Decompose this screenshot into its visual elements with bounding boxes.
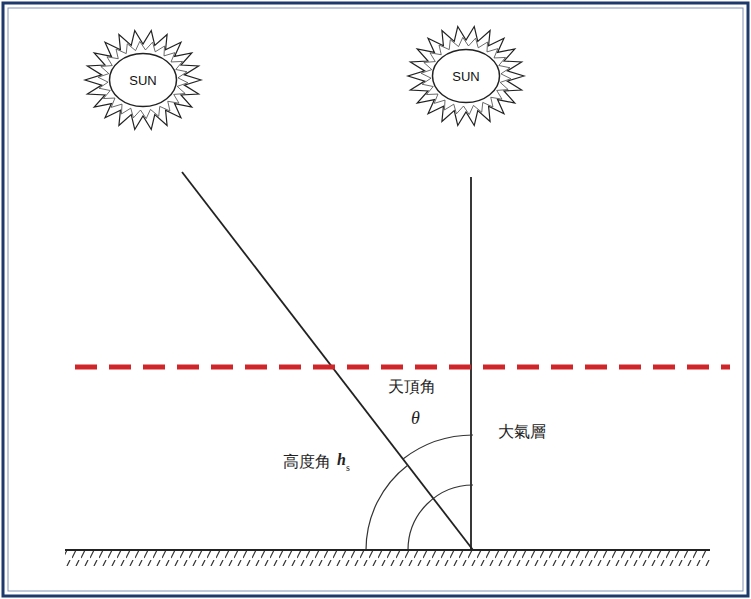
sun-spikes-inner: [98, 41, 188, 118]
sun-ray-vertical: [470, 177, 472, 550]
frame: [3, 3, 748, 596]
sun-spikes: [85, 31, 201, 130]
right-angle-arc: [408, 485, 473, 550]
angle-label: θ: [411, 408, 420, 429]
angle-label: 天頂角: [388, 377, 436, 398]
angle-label: 高度角: [283, 452, 331, 473]
angle-label: 大氣層: [498, 422, 546, 443]
ground-line: [65, 549, 710, 551]
sun-rays: [85, 27, 524, 130]
ground-hatch: [65, 551, 710, 566]
altitude-arc: [366, 465, 408, 550]
atmosphere-boundary: [75, 365, 730, 370]
zenith-arc: [403, 435, 473, 459]
sun-ray-oblique: [182, 172, 473, 550]
sun-label: SUN: [129, 73, 156, 88]
sun-spikes-inner: [421, 37, 511, 114]
angle-label: s: [346, 462, 350, 473]
sun-body: SUN: [108, 52, 178, 108]
angle-label: h: [337, 451, 346, 469]
sun-body: SUN: [431, 48, 501, 104]
sun-spikes: [408, 27, 524, 126]
frame-inner: [8, 8, 743, 591]
sun-label: SUN: [452, 69, 479, 84]
